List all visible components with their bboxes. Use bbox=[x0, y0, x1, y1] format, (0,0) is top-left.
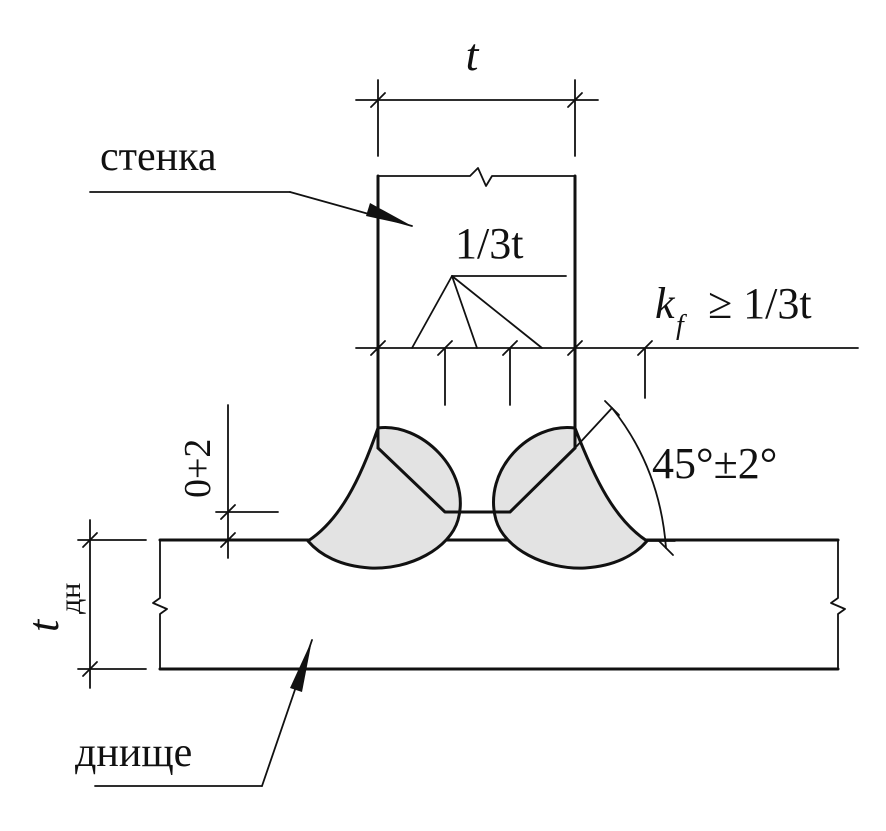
bottom-thickness-dimension bbox=[77, 519, 147, 689]
bottom-plate bbox=[152, 538, 846, 671]
bottom-arrow-icon bbox=[290, 640, 312, 692]
gap-label: 0+2 bbox=[177, 439, 219, 498]
kf-value-label: ≥ 1/3t bbox=[708, 279, 812, 328]
left-break-mark bbox=[152, 539, 168, 670]
bottom-label: днище bbox=[75, 730, 192, 776]
angle-label: 45°±2° bbox=[652, 439, 777, 488]
right-break-mark bbox=[830, 539, 846, 670]
kf-dimension bbox=[355, 340, 859, 406]
left-weld bbox=[306, 426, 462, 570]
one-third-label: 1/3t bbox=[455, 219, 523, 268]
bottom-leader bbox=[94, 639, 313, 787]
bevel-edge bbox=[376, 446, 577, 514]
gap-dimension bbox=[215, 404, 279, 559]
wall-leader bbox=[89, 191, 413, 227]
one-third-construction bbox=[411, 275, 567, 349]
wall-arrow-icon bbox=[366, 203, 412, 226]
dimension-t bbox=[355, 79, 599, 157]
wall-label: стенка bbox=[100, 134, 217, 180]
thickness-t-label: t bbox=[466, 29, 480, 80]
wall-plate bbox=[376, 167, 577, 450]
top-break-mark bbox=[377, 167, 576, 187]
t-bottom-subscript: дн bbox=[54, 583, 87, 614]
kf-k-label: k bbox=[655, 279, 676, 328]
t-bottom-label: t bbox=[19, 618, 68, 632]
angle-dimension bbox=[574, 400, 676, 556]
right-weld bbox=[492, 426, 649, 570]
kf-f-label: f bbox=[676, 310, 687, 341]
